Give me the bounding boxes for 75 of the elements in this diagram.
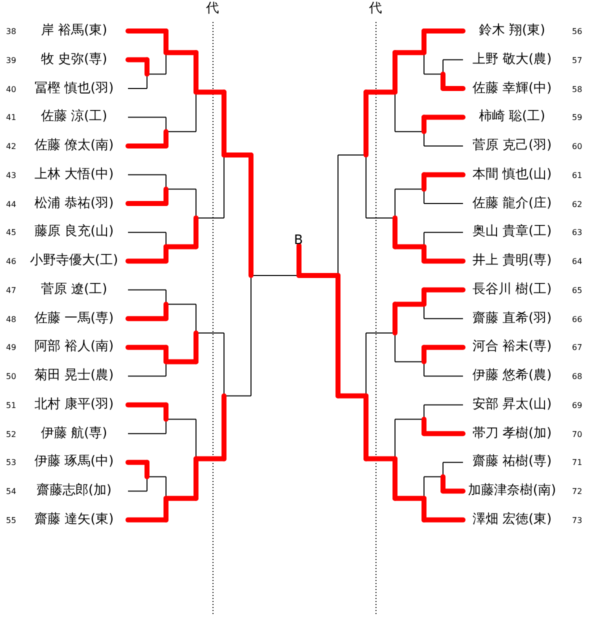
seed-number: 51 xyxy=(6,400,16,411)
bracket-label: B xyxy=(294,233,303,249)
player-name: 佐藤 僚太(南) xyxy=(22,138,126,154)
player-name: 加藤津奈樹(南) xyxy=(460,483,564,500)
column-header: 代 xyxy=(369,1,382,17)
player-name: 帯刀 孝樹(加) xyxy=(460,426,564,442)
seed-number: 49 xyxy=(6,343,16,354)
seed-number: 38 xyxy=(6,27,16,37)
player-name: 菅原 克己(羽) xyxy=(460,138,564,154)
seed-number: 67 xyxy=(572,343,582,354)
seed-number: 54 xyxy=(6,487,16,498)
seed-number: 42 xyxy=(6,142,16,152)
player-name: 井上 貴明(専) xyxy=(460,253,564,270)
seed-number: 72 xyxy=(572,487,582,498)
player-name: 上野 敬大(農) xyxy=(460,52,564,68)
seed-number: 50 xyxy=(6,372,16,382)
seed-number: 46 xyxy=(6,257,16,268)
player-name: 佐藤 涼(工) xyxy=(22,109,126,126)
seed-number: 68 xyxy=(572,372,582,382)
seed-number: 62 xyxy=(572,200,582,210)
seed-number: 57 xyxy=(572,56,582,66)
player-name: 伊藤 悠希(農) xyxy=(460,368,564,384)
player-name: 藤原 良充(山) xyxy=(22,224,126,240)
seed-number: 40 xyxy=(6,84,16,95)
seed-number: 43 xyxy=(6,170,16,181)
player-name: 齋藤 直希(羽) xyxy=(460,310,564,327)
player-name: 伊藤 航(専) xyxy=(22,426,126,442)
player-name: 齋藤志郎(加) xyxy=(22,483,126,500)
player-name: 柿崎 聡(工) xyxy=(460,109,564,126)
player-name: 菊田 晃士(農) xyxy=(22,368,126,384)
seed-number: 71 xyxy=(572,458,582,468)
player-name: 岸 裕馬(東) xyxy=(22,23,126,39)
seed-number: 60 xyxy=(572,142,582,152)
player-name: 菅原 遼(工) xyxy=(22,282,126,298)
player-name: 上林 大悟(中) xyxy=(22,166,126,183)
seed-number: 69 xyxy=(572,400,582,411)
player-name: 齋藤 達矢(東) xyxy=(22,512,126,528)
player-name: 本間 慎也(山) xyxy=(460,166,564,183)
seed-number: 39 xyxy=(6,56,16,66)
player-name: 奥山 貴章(工) xyxy=(460,224,564,240)
player-name: 河合 裕未(専) xyxy=(460,339,564,356)
seed-number: 47 xyxy=(6,286,16,296)
player-name: 澤畑 宏徳(東) xyxy=(460,512,564,528)
player-name: 冨樫 慎也(羽) xyxy=(22,80,126,97)
column-header: 代 xyxy=(206,1,219,17)
seed-number: 65 xyxy=(572,286,582,296)
player-name: 長谷川 樹(工) xyxy=(460,282,564,298)
player-name: 北村 康平(羽) xyxy=(22,396,126,413)
seed-number: 63 xyxy=(572,228,582,238)
player-name: 鈴木 翔(東) xyxy=(460,23,564,39)
seed-number: 53 xyxy=(6,458,16,468)
player-name: 牧 史弥(専) xyxy=(22,52,126,68)
seed-number: 70 xyxy=(572,430,582,440)
player-name: 佐藤 龍介(庄) xyxy=(460,196,564,212)
seed-number: 56 xyxy=(572,27,582,37)
seed-number: 58 xyxy=(572,84,582,95)
player-name: 松浦 恭祐(羽) xyxy=(22,196,126,212)
seed-number: 66 xyxy=(572,314,582,325)
player-name: 阿部 裕人(南) xyxy=(22,339,126,356)
seed-number: 52 xyxy=(6,430,16,440)
player-name: 伊藤 琢馬(中) xyxy=(22,454,126,470)
seed-number: 61 xyxy=(572,170,582,181)
seed-number: 48 xyxy=(6,314,16,325)
player-name: 佐藤 一馬(専) xyxy=(22,310,126,327)
player-name: 佐藤 幸輝(中) xyxy=(460,80,564,97)
seed-number: 59 xyxy=(572,113,582,124)
player-name: 齋藤 祐樹(専) xyxy=(460,454,564,470)
seed-number: 45 xyxy=(6,228,16,238)
player-name: 安部 昇太(山) xyxy=(460,396,564,413)
seed-number: 73 xyxy=(572,516,582,526)
seed-number: 41 xyxy=(6,113,16,124)
seed-number: 44 xyxy=(6,200,16,210)
seed-number: 55 xyxy=(6,516,16,526)
seed-number: 64 xyxy=(572,257,582,268)
player-name: 小野寺優大(工) xyxy=(22,253,126,270)
